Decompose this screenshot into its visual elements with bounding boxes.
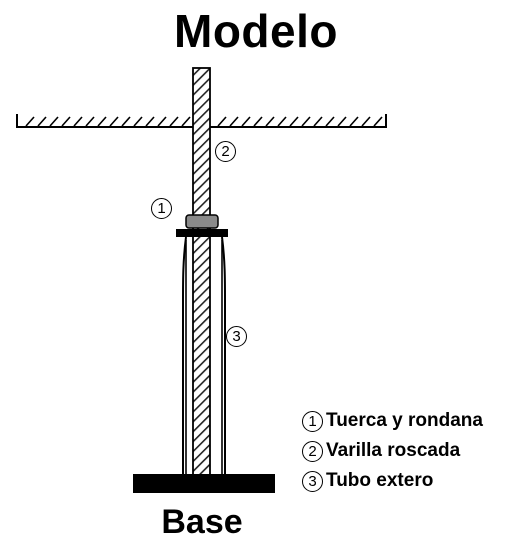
hatch-mark — [169, 116, 179, 127]
nut-and-washer — [176, 214, 228, 237]
hatch-mark — [253, 116, 263, 127]
diagram-title: Modelo — [174, 5, 338, 57]
legend-text: Tubo extero — [326, 470, 434, 491]
hatch-mark — [277, 116, 287, 127]
hatch-mark — [61, 116, 71, 127]
hatch-mark — [217, 116, 227, 127]
hatch-mark — [121, 116, 131, 127]
hatch-mark — [109, 116, 119, 127]
hatch-mark — [181, 116, 191, 127]
base-label: Base — [161, 503, 243, 541]
hatch-mark — [37, 116, 47, 127]
legend-item-rod: 2 Varilla roscada — [302, 440, 460, 462]
legend-number: 3 — [302, 470, 323, 492]
hatch-mark — [361, 116, 371, 127]
base-plate — [133, 474, 275, 493]
hatch-mark — [373, 116, 383, 127]
hatch-mark — [289, 116, 299, 127]
callout-number: 1 — [151, 198, 172, 219]
legend-text: Tuerca y rondana — [326, 410, 483, 431]
callout-number: 3 — [226, 326, 247, 347]
callout-2: 2 — [215, 141, 236, 162]
legend-item-nut: 1 Tuerca y rondana — [302, 410, 483, 432]
hatch-mark — [349, 116, 359, 127]
hatch-mark — [265, 116, 275, 127]
hatch-mark — [229, 116, 239, 127]
hatch-mark — [25, 116, 35, 127]
hatch-mark — [337, 116, 347, 127]
legend-number: 1 — [302, 410, 323, 432]
hatch-mark — [325, 116, 335, 127]
hatch-mark — [133, 116, 143, 127]
hatch-mark — [97, 116, 107, 127]
hatch-mark — [85, 116, 95, 127]
hatch-mark — [241, 116, 251, 127]
callout-3: 3 — [226, 326, 247, 347]
hatch-mark — [49, 116, 59, 127]
callout-number: 2 — [215, 141, 236, 162]
legend-number: 2 — [302, 440, 323, 462]
hatch-mark — [313, 116, 323, 127]
legend-item-tube: 3 Tubo extero — [302, 470, 433, 492]
hatch-mark — [157, 116, 167, 127]
callout-1: 1 — [151, 198, 172, 219]
threaded-rod — [192, 67, 211, 477]
model-surface — [16, 114, 387, 128]
hatch-mark — [73, 116, 83, 127]
hatch-mark — [145, 116, 155, 127]
hatch-mark — [301, 116, 311, 127]
legend-text: Varilla roscada — [326, 440, 461, 461]
